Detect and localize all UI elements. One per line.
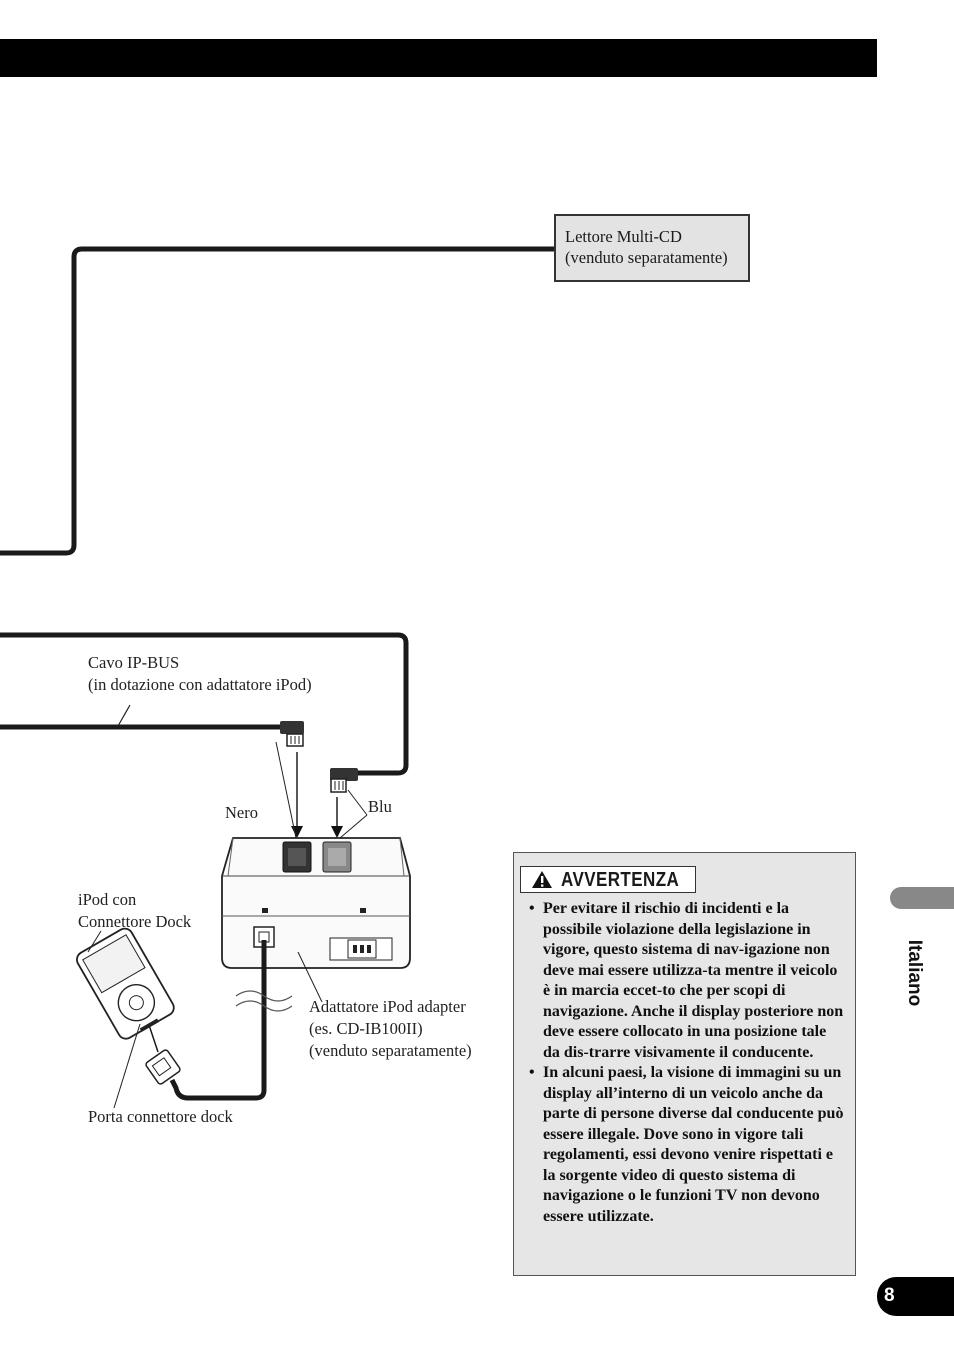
warning-item: Per evitare il rischio di incidenti e la… bbox=[529, 899, 844, 1063]
header-bar bbox=[0, 39, 877, 77]
dock-cable bbox=[169, 940, 267, 1101]
page-number: 8 bbox=[884, 1285, 895, 1306]
language-label: Italiano bbox=[904, 939, 925, 1007]
ipod-device bbox=[76, 927, 175, 1040]
ipod-label-line2: Connettore Dock bbox=[78, 912, 192, 931]
dock-port-label: Porta connettore dock bbox=[88, 1107, 233, 1126]
black-plug bbox=[280, 721, 304, 747]
multi-cd-label-line2: (venduto separatamente) bbox=[565, 248, 728, 267]
nero-label: Nero bbox=[225, 803, 258, 822]
ipbus-label-line2: (in dotazione con adattatore iPod) bbox=[88, 675, 312, 694]
blue-plug bbox=[330, 768, 358, 793]
adapter-label-line3: (venduto separatamente) bbox=[309, 1041, 472, 1060]
warning-item: In alcuni paesi, la visione di immagini … bbox=[529, 1063, 844, 1227]
ipbus-loop-cable bbox=[0, 632, 409, 776]
adapter-label-line1: Adattatore iPod adapter bbox=[309, 997, 466, 1016]
warning-triangle-icon bbox=[532, 871, 552, 888]
warning-title: AVVERTENZA bbox=[520, 866, 696, 893]
warning-list: Per evitare il rischio di incidenti e la… bbox=[529, 899, 844, 1227]
blu-label: Blu bbox=[368, 797, 392, 816]
warning-box: AVVERTENZA Per evitare il rischio di inc… bbox=[513, 852, 856, 1276]
ipod-label-line1: iPod con bbox=[78, 890, 137, 909]
multi-cd-cable bbox=[0, 246, 554, 556]
adapter-label-line2: (es. CD-IB100II) bbox=[309, 1019, 423, 1038]
ipbus-label-line1: Cavo IP-BUS bbox=[88, 653, 180, 672]
multi-cd-label-line1: Lettore Multi-CD bbox=[565, 227, 682, 246]
ipod-adapter-box bbox=[221, 837, 411, 969]
dock-connector bbox=[145, 1049, 181, 1085]
warning-title-text: AVVERTENZA bbox=[561, 869, 680, 891]
multi-cd-box: Lettore Multi-CD (venduto separatamente) bbox=[554, 214, 750, 282]
language-tab bbox=[890, 887, 954, 909]
page-number-tab bbox=[877, 1277, 954, 1316]
